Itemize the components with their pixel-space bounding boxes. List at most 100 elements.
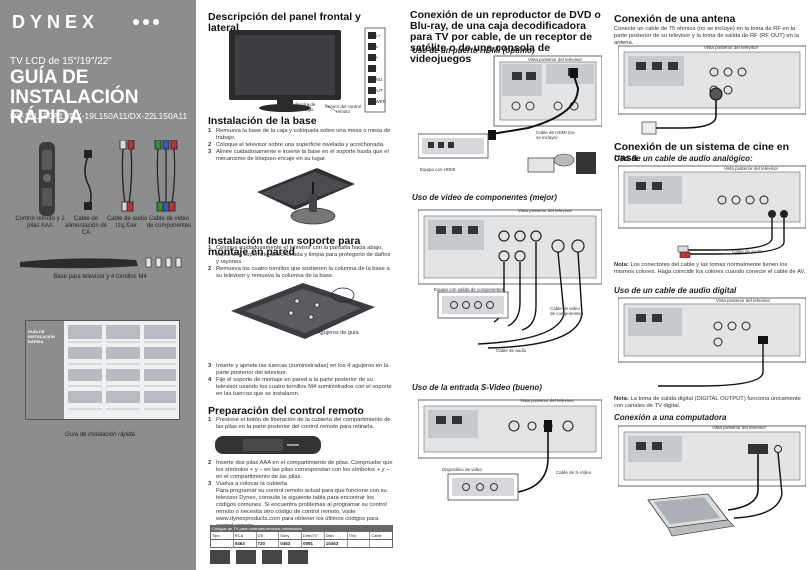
component-subtitle: Uso de video de componentes (mejor)	[412, 193, 557, 202]
tv-base-caption: Base para televisor y 4 tornillos M4	[53, 274, 147, 280]
table-col-header: TiVo	[348, 532, 371, 539]
guide-holes-label: Agujeros de guía	[317, 330, 359, 336]
brand-bar: DYNEX	[0, 0, 196, 40]
table-col-header: Dish	[325, 532, 348, 539]
power-indicator-label: Indicador de encendido	[290, 102, 316, 112]
digital-audio-diagram	[618, 297, 806, 387]
side-button-label: CH-	[369, 66, 377, 71]
analog-audio-diagram	[618, 165, 806, 258]
table-col-header: RCA	[234, 532, 257, 539]
guide-title-line1: GUÍA DE INSTALACIÓN	[10, 67, 139, 108]
computer-diagram	[618, 425, 806, 537]
svideo-cable-label: Cable de S-Video	[556, 470, 592, 475]
accessory-caption-remote: Control remoto y 2 pilas AAA	[15, 216, 65, 229]
hdmi-device-label: Equipo con HDMI	[420, 167, 456, 172]
component-device-label: Equipo con salida de componentes	[434, 287, 505, 292]
table-cell: 0463	[279, 540, 302, 547]
audio-cable-image	[119, 140, 135, 212]
antenna-tv-back-label: Vista posterior del televisor	[704, 45, 758, 50]
side-button-label: INPUT	[369, 88, 383, 93]
table-col-header: Tipo	[211, 532, 234, 539]
svideo-subtitle: Uso de la entrada S-Video (bueno)	[412, 383, 542, 392]
column-device-connections: Conexión de un reproductor de DVD o Blu-…	[408, 0, 604, 570]
hdmi-cable-label: Cable de HDMI (no se incluye)	[536, 130, 575, 140]
side-button-label: CH+	[369, 55, 379, 60]
antenna-diagram	[618, 45, 806, 135]
column-antenna-audio-pc: Conexión de una antena Conecte un cable …	[612, 0, 808, 570]
table-cell	[370, 540, 392, 547]
analog-cable-label: Cable de audio	[732, 249, 763, 254]
accessory-caption-component: Cable de video de componentes	[146, 216, 192, 229]
component-cable-image	[154, 140, 178, 212]
remote-program-text: Para programar su control remoto actual …	[216, 488, 387, 529]
svideo-device-label: Dispositivo de video	[442, 467, 483, 472]
analog-tv-back-label: Vista posterior del televisor	[724, 166, 778, 171]
accessory-caption-audio: Cable de audio Izq./Der.	[106, 216, 148, 229]
front-panel-title: Descripción del panel frontal y lateral	[208, 11, 361, 34]
guide-title-line2: RÁPIDA	[10, 107, 83, 128]
guide-title: GUÍA DE INSTALACIÓN RÁPIDA	[10, 68, 195, 128]
thumbnail-pages	[68, 325, 176, 410]
analog-audio-subtitle: Uso de un cable de audio analógico:	[614, 154, 753, 163]
digital-note: Nota: La toma de salida digital (DIGITAL…	[614, 396, 801, 409]
remote-control-image	[39, 142, 55, 216]
side-button-label: MENU	[369, 77, 383, 82]
computer-tv-back-label: Vista posterior del televisor	[712, 425, 766, 430]
side-button-label: POWER	[369, 99, 387, 104]
side-button-list: VOL+ VOL- CH+ CH- MENU INPUT POWER	[369, 30, 395, 107]
guide-thumbnail: GUÍA DE INSTALACIÓN RÁPIDA	[25, 320, 180, 420]
power-cable-image	[84, 150, 92, 210]
svideo-tv-back-label: Vista posterior del televisor	[520, 398, 574, 403]
wall-mount-image	[231, 283, 375, 339]
component-video-cable-label: Cable de video de componentes	[550, 306, 584, 316]
brand-logo: DYNEX	[12, 12, 100, 32]
table-cell: 0463	[234, 540, 257, 547]
wall-mount-title: Instalación de un soporte para montaje e…	[208, 235, 361, 258]
side-button-label: VOL-	[369, 44, 380, 49]
table-cell	[211, 540, 234, 547]
svideo-diagram	[418, 399, 602, 501]
base-install-title: Instalación de la base	[208, 115, 317, 127]
model-numbers: DX-15L150A11/DX-19L150A11/DX-22L150A11	[10, 111, 188, 121]
table-cell: 720	[257, 540, 280, 547]
component-audio-cable-label: Cable de audio	[496, 348, 527, 353]
remote-code-table: Códigos de TV para controles remotos uni…	[210, 525, 393, 564]
table-col-header: GE	[257, 532, 280, 539]
hdmi-tv-back-label: Vista posterior del televisor	[528, 57, 582, 62]
hdmi-subtitle: Uso de un puerto HDMI (óptimo)	[412, 46, 535, 55]
thumbnail-caption: Guía de instalación rápida	[65, 432, 135, 438]
tv-front-image	[229, 27, 386, 113]
computer-subtitle: Conexión a una computadora	[614, 413, 727, 422]
hdmi-diagram	[418, 55, 602, 174]
table-col-header: Cable	[371, 533, 382, 538]
remote-sensor-label: Sensor del control remoto	[324, 104, 362, 114]
cover-panel: DYNEX TV LCD de 15"/19"/22" GUÍA DE INST…	[0, 0, 196, 570]
table-cell: 10463	[325, 540, 348, 547]
table-header: Códigos de TV para controles remotos uni…	[210, 525, 393, 532]
table-cell: 0091	[302, 540, 325, 547]
analog-note: Nota: Los conectores del cable y las tom…	[614, 262, 806, 275]
table-cell	[348, 540, 371, 547]
remote-prep-title: Preparación del control remoto	[208, 405, 364, 417]
table-col-header: DirecTV	[302, 532, 325, 539]
side-button-label: VOL+	[369, 33, 381, 38]
antenna-title: Conexión de una antena	[614, 13, 736, 25]
remote-battery-image	[215, 436, 321, 454]
thumbnail-title: GUÍA DE INSTALACIÓN RÁPIDA	[28, 329, 56, 344]
base-install-image	[257, 168, 355, 225]
brand-dots	[133, 19, 159, 25]
